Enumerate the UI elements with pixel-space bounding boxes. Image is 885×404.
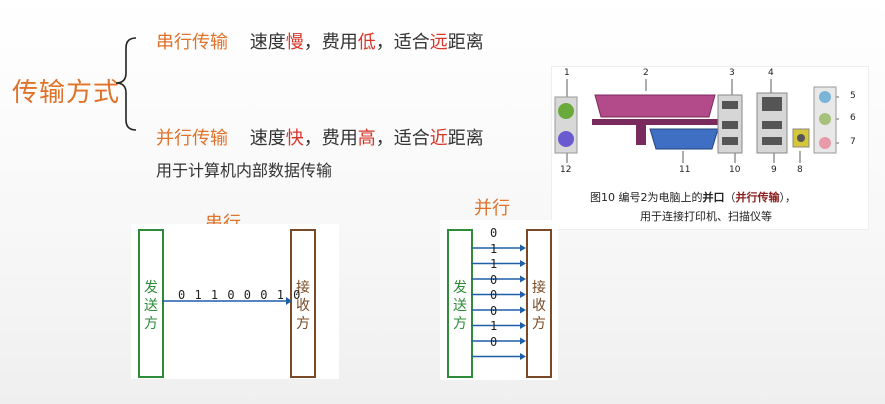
parallel-line: 并行传输 速度快，费用高，适合近距离 xyxy=(156,124,484,150)
receiver-char: 方 xyxy=(532,316,546,332)
sender-char: 方 xyxy=(453,316,467,332)
caption-text: （ xyxy=(724,191,736,204)
photo-caption-line2: 用于连接打印机、扫描仪等 xyxy=(640,210,772,223)
parallel-bit: 0 xyxy=(490,288,498,302)
serial-bits: 0 1 1 0 0 0 1 0 xyxy=(178,288,302,302)
serial-distance: 远 xyxy=(429,32,448,53)
serial-text: 速度 xyxy=(249,32,286,53)
serial-label: 串行传输 xyxy=(156,32,228,53)
port-number: 3 xyxy=(729,68,735,78)
parallel-text: 距离 xyxy=(447,128,484,149)
parallel-arrow-head xyxy=(520,337,526,345)
serial-arrow xyxy=(162,297,292,305)
photo-caption: 图10 编号2为电脑上的并口（并行传输）， xyxy=(590,189,796,205)
port-number: 9 xyxy=(771,165,777,175)
caption-bold: 并口 xyxy=(702,191,725,204)
port-number: 5 xyxy=(850,91,856,101)
parallel-cost: 高 xyxy=(357,128,376,149)
parallel-receiver-box: 接 收 方 xyxy=(526,229,552,378)
parallel-sender-box: 发 送 方 xyxy=(447,229,473,378)
parallel-text: ，适合 xyxy=(375,128,430,149)
parallel-bit: 1 xyxy=(490,257,498,271)
parallel-arrow-head xyxy=(520,306,526,314)
parallel-diagram xyxy=(440,220,558,380)
port-number: 4 xyxy=(768,68,774,78)
port-number: 2 xyxy=(643,68,649,78)
ports-photo: 1 2 3 4 5 6 7 8 9 10 11 12 图10 编号2为电脑上的并… xyxy=(551,66,869,230)
ports-illustration xyxy=(554,79,839,163)
serial-text: ，适合 xyxy=(375,32,430,53)
receiver-char: 收 xyxy=(532,298,546,314)
serial-cost: 低 xyxy=(357,32,376,53)
main-title: 传输方式 xyxy=(12,78,121,108)
parallel-label: 并行传输 xyxy=(156,128,228,149)
receiver-char: 收 xyxy=(296,298,310,314)
parallel-arrow-head xyxy=(520,244,526,252)
parallel-bit: 1 xyxy=(490,241,498,256)
parallel-bit: 0 xyxy=(490,272,498,287)
parallel-arrow-head xyxy=(520,291,526,298)
port-number: 1 xyxy=(564,68,570,78)
brace-icon xyxy=(115,37,137,131)
parallel-bit: 0 xyxy=(490,334,498,349)
port-number: 12 xyxy=(560,165,572,175)
parallel-arrow-head xyxy=(520,322,526,329)
serial-receiver-box: 接 收 方 xyxy=(290,229,316,378)
serial-text: 距离 xyxy=(447,32,484,53)
sender-char: 方 xyxy=(144,316,158,332)
parallel-arrows xyxy=(471,244,526,360)
caption-text: 图10 编号2为电脑上的 xyxy=(590,191,703,204)
sender-char: 送 xyxy=(144,298,158,314)
receiver-char: 方 xyxy=(296,316,310,332)
parallel-diagram-title: 并行 xyxy=(474,198,510,219)
parallel-speed: 快 xyxy=(285,128,304,149)
port-number: 8 xyxy=(797,165,803,175)
sender-char: 送 xyxy=(453,298,467,314)
parallel-arrow-head xyxy=(520,275,526,283)
parallel-arrow-head xyxy=(520,260,526,267)
receiver-char: 接 xyxy=(296,280,310,296)
serial-sender-box: 发 送 方 xyxy=(138,229,164,378)
caption-text: ）， xyxy=(779,191,797,204)
sender-char: 发 xyxy=(144,280,158,296)
parallel-note: 用于计算机内部数据传输 xyxy=(156,161,333,180)
parallel-bit: 0 xyxy=(490,303,498,318)
receiver-char: 接 xyxy=(532,280,546,296)
parallel-bit: 1 xyxy=(490,319,498,333)
parallel-arrow-head xyxy=(520,353,526,360)
parallel-text: ，费用 xyxy=(303,128,358,149)
serial-text: ，费用 xyxy=(303,32,358,53)
caption-bold: 并行传输 xyxy=(735,191,780,204)
port-number: 6 xyxy=(850,113,856,123)
serial-line: 串行传输 速度慢，费用低，适合远距离 xyxy=(156,28,484,54)
port-number: 10 xyxy=(729,165,741,175)
parallel-text: 速度 xyxy=(249,128,286,149)
parallel-bit: 0 xyxy=(490,226,498,240)
serial-speed: 慢 xyxy=(285,32,304,53)
port-number: 7 xyxy=(850,137,856,147)
port-number: 11 xyxy=(679,165,691,175)
sender-char: 发 xyxy=(453,280,467,296)
parallel-distance: 近 xyxy=(429,128,448,149)
